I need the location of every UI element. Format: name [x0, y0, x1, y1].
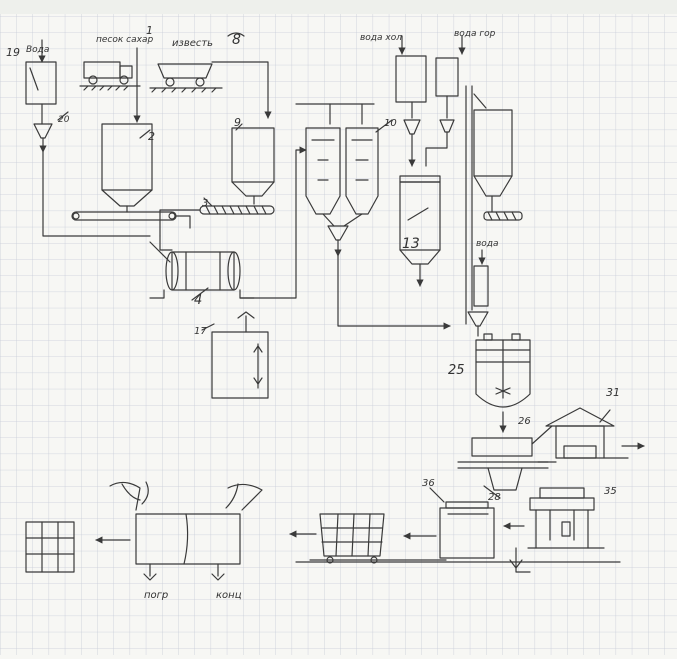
finished-pallet: [25, 521, 75, 573]
reservoir-17: [201, 311, 269, 399]
label-1: 1: [146, 24, 153, 37]
label-13: 13: [402, 236, 420, 252]
moulding-line-26: [457, 425, 553, 491]
label-35: 35: [604, 486, 617, 497]
rail-wagon-8: [149, 32, 272, 119]
reactor-25: [475, 333, 531, 433]
water-doser-25: [467, 249, 489, 337]
conveyor-2: [71, 211, 191, 229]
label-17: 17: [194, 326, 207, 337]
label-2: 2: [148, 130, 155, 143]
label-36: 36: [422, 478, 435, 489]
label-voda-hol: вода хол: [360, 33, 402, 43]
water-tanks-cold-hot: [395, 35, 466, 167]
label-pesok-sahar: песок сахар: [96, 35, 153, 45]
lime-bunker-9: [231, 123, 275, 205]
truck-1: [79, 47, 141, 123]
label-voda-top: Вода: [26, 45, 49, 55]
autoclave-36: [403, 485, 531, 573]
label-voda-gor: вода гор: [454, 29, 496, 39]
label-4: 4: [194, 293, 202, 308]
doser-20: [33, 103, 151, 237]
drum-mixer-4: [149, 146, 307, 301]
sugar-bunker-2: [101, 123, 153, 213]
mould-cart: [289, 513, 447, 564]
filters-10: [295, 103, 451, 330]
label-25: 25: [448, 363, 465, 378]
top-margin: [0, 0, 677, 14]
label-8: 8: [232, 32, 241, 48]
cutter-35: [503, 487, 605, 549]
label-26: 26: [518, 416, 531, 427]
label-31: 31: [606, 386, 620, 399]
label-10: 10: [384, 118, 397, 129]
oven-house-31: [537, 407, 645, 463]
water-tank-19: [25, 39, 57, 105]
label-28: 28: [488, 492, 501, 503]
label-voda-mid: вода: [476, 239, 499, 249]
label-3: 3: [202, 198, 208, 209]
label-9: 9: [234, 116, 241, 129]
storage-bunker-right: [465, 85, 523, 325]
label-konc: конц: [216, 590, 242, 601]
packaging-machine: [95, 481, 263, 581]
screw-conveyor-3: [159, 197, 275, 237]
label-19: 19: [6, 46, 20, 59]
label-izvest: известь: [172, 38, 213, 49]
label-pogr: погр: [144, 590, 168, 601]
label-20: 20: [58, 115, 70, 125]
dissolver-13: [399, 175, 441, 287]
